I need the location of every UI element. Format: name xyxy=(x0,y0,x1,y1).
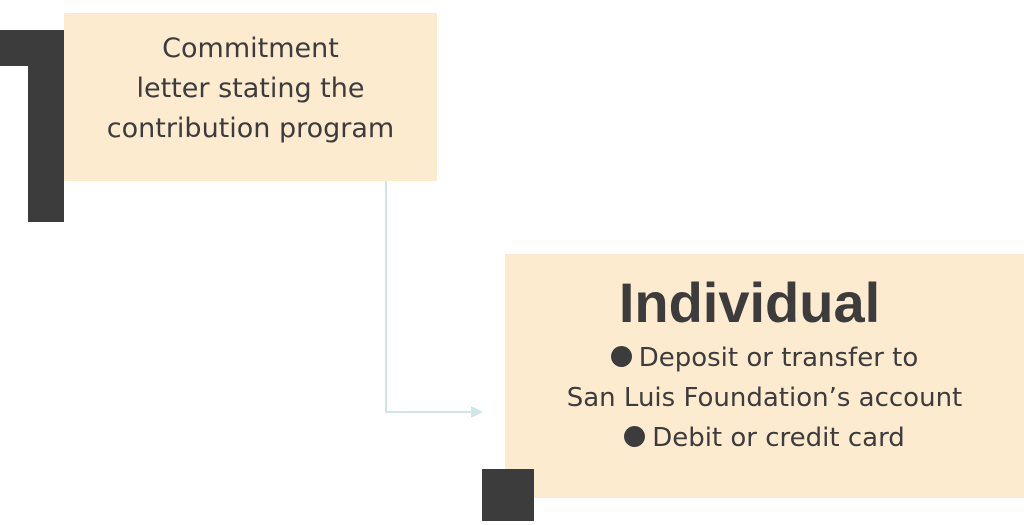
connector-line xyxy=(385,181,472,413)
individual-box: Individual Deposit or transfer to San Lu… xyxy=(505,254,1024,498)
individual-title: Individual xyxy=(618,271,881,334)
list-item-card-label: Debit or credit card xyxy=(652,423,905,453)
bullet-icon xyxy=(610,346,632,367)
commitment-line-3: contribution program xyxy=(106,113,395,144)
bullet-icon xyxy=(624,426,646,447)
decorative-square xyxy=(482,469,534,521)
list-item-deposit-line-2: San Luis Foundation’s account xyxy=(566,383,963,413)
step-number-one xyxy=(0,30,64,222)
commitment-box: Commitment letter stating the contributi… xyxy=(64,13,437,181)
list-item-deposit: Deposit or transfer to xyxy=(505,338,1024,378)
commitment-line-1: Commitment xyxy=(162,33,339,64)
connector-arrowhead xyxy=(471,406,483,418)
list-item-deposit-line-1: Deposit or transfer to xyxy=(638,343,919,373)
commitment-line-2: letter stating the xyxy=(136,73,365,104)
list-item-card: Debit or credit card xyxy=(505,418,1024,458)
